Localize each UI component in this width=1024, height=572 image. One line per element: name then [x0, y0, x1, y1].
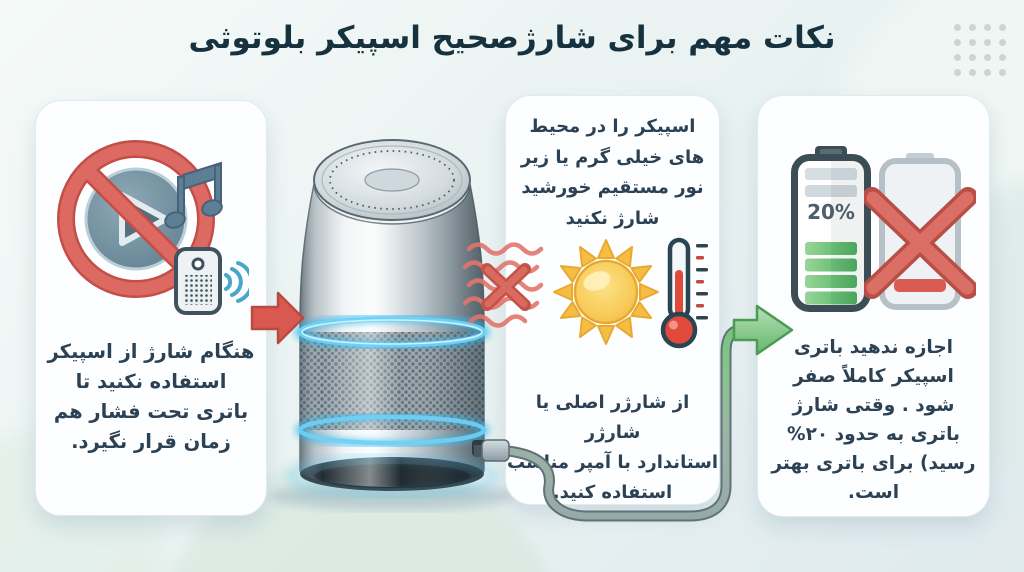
music-note-icon	[164, 161, 223, 229]
no-play-prohibition-icon	[57, 140, 249, 315]
glow-ring-icon	[294, 411, 490, 449]
thermometer-ticks	[696, 244, 708, 320]
middle-card-top-text: اسپیکر را در محیط های خیلی گرم یا زیر نو…	[520, 116, 705, 229]
sun-icon	[553, 239, 659, 345]
battery-percent-label: 20%	[807, 200, 855, 224]
sound-waves-icon	[224, 261, 249, 303]
thermometer-icon	[660, 237, 708, 349]
battery-empty-x-icon	[864, 153, 976, 310]
middle-card-bottom-text: از شارژر اصلی یا شارژر استاندارد با آمپر…	[506, 392, 719, 503]
speaker-top-cap	[313, 139, 471, 221]
red-x-icon	[481, 263, 531, 311]
heat-waves-x-icon	[463, 242, 544, 328]
right-card-text: اجازه ندهید باتری اسپیکر کاملاً صفر شود …	[771, 337, 976, 503]
card-battery-level: 20% اجازه ندهید باتری اسپیکر کاملاً صفر …	[757, 95, 990, 517]
battery-20-icon	[791, 146, 871, 312]
decorative-dots-grid	[954, 24, 1006, 76]
page-title: نکات مهم برای شارژصحیح اسپیکر بلوتوثی	[188, 20, 836, 56]
mini-speaker-icon	[174, 247, 249, 315]
card-no-use-while-charging: هنگام شارژ از اسپیکر استفاده نکنید تا با…	[35, 100, 267, 516]
prohibition-icon	[57, 140, 215, 298]
left-card-text: هنگام شارژ از اسپیکر استفاده نکنید تا با…	[47, 340, 255, 453]
charge-port	[472, 440, 487, 456]
